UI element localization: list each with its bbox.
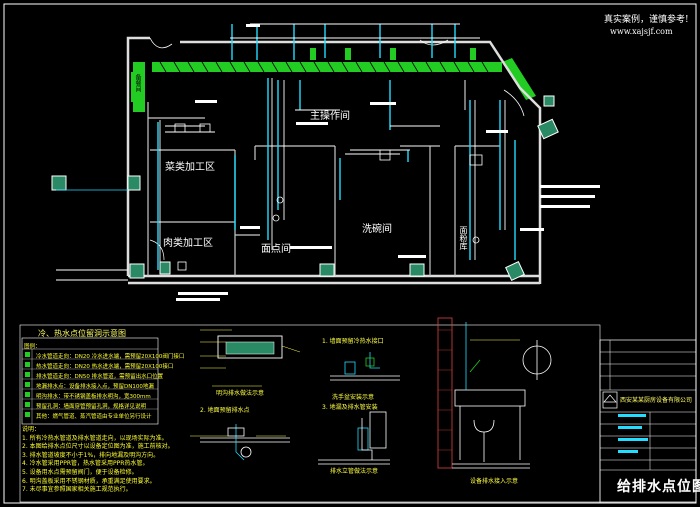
- legend-item: 热水管道走向：DN20 热水进水端，需预留20X100接口: [36, 364, 174, 370]
- legend-item: 明沟排水：带不锈钢盖板排水明沟，宽300mm: [36, 394, 151, 400]
- watermark-line2: www.xajsjf.com: [610, 27, 673, 36]
- outer-frame: [3, 3, 697, 504]
- company-name: 西安某某厨房设备有限公司: [620, 397, 693, 404]
- note-item: 2. 本图给排水点位尺寸以设备定位图为准，施工前核对。: [22, 443, 174, 451]
- room-vegetable-prep: 菜类加工区: [165, 162, 215, 173]
- legend-item: 其他：燃气管道、蒸汽管道由专业单位另行设计: [36, 414, 152, 420]
- note-item: 4. 冷水管采用PPR管，热水管采用PPR热水管。: [22, 460, 149, 468]
- legend-item: 预留孔洞：墙面穿管预留孔洞，规格详见说明: [36, 404, 147, 410]
- room-meat-prep: 肉类加工区: [163, 238, 213, 249]
- detail-drain-pipe: [318, 411, 390, 465]
- detail-caption-trench: 明沟排水做法示意: [216, 390, 265, 397]
- room-dishwash: 洗碗间: [362, 224, 392, 235]
- legend-item: 地漏排水点：设备排水接入点，预留DN100地漏: [36, 384, 154, 390]
- detail-caption-wall-outlet: 1. 墙面预留冷热水接口: [322, 338, 384, 345]
- detail-floor-drain: [190, 424, 290, 461]
- notes-block: 说明： 1. 所有冷热水管道及排水管道走向，以现场实际为准。 2. 本图给排水点…: [22, 426, 174, 495]
- notes-header: 说明：: [22, 426, 41, 433]
- drawing-title: 给排水点位图: [617, 479, 700, 495]
- detail-caption-drain: 3. 地漏及排水管安装: [322, 404, 378, 411]
- note-item: 5. 设备用水点需预留阀门，便于设备检修。: [22, 468, 138, 476]
- detail-caption-riser: 排水立管做法示意: [330, 468, 379, 475]
- detail-caption-floor-outlet: 2. 地面预留排水点: [200, 407, 250, 414]
- legend-item: 冷水管道走向：DN20 冷水进水端，需预留20X100阀门接口: [36, 354, 185, 360]
- pipe-band-top: [152, 62, 502, 72]
- detail-wall-outlet: [330, 352, 400, 381]
- detail-caption-sink: 洗手盆安装示意: [332, 394, 375, 401]
- detail-sink: [437, 317, 552, 469]
- legend-item: 排水管道走向：DN50 排水管道，需预留出水口位置: [36, 374, 164, 380]
- legend-header: 图例：: [24, 344, 41, 350]
- note-item: 1. 所有冷热水管道及排水管道走向，以现场实际为准。: [22, 434, 168, 442]
- floor-plan: [51, 23, 600, 301]
- legend-box: [21, 337, 159, 425]
- room-storage: 面粉库: [459, 226, 468, 250]
- note-item: 6. 明沟盖板采用不锈钢材质，承重满足使用要求。: [22, 477, 156, 485]
- note-item: 7. 未尽事宜参照国家相关施工规范执行。: [22, 486, 132, 494]
- legend-title: 冷、热水点位留洞示意图: [38, 329, 126, 338]
- watermark-line1: 真实案例，谨慎参考!: [604, 15, 689, 25]
- room-corridor: 备餐间: [134, 74, 141, 92]
- title-block: [599, 339, 697, 503]
- note-item: 3. 排水管道坡度不小于1%，排向地漏及明沟方向。: [22, 451, 160, 459]
- detail-caption-equipment: 设备排水接入示意: [470, 478, 519, 485]
- detail-trench: [200, 329, 301, 387]
- room-main-operation: 主操作间: [310, 111, 350, 122]
- room-pastry: 面点间: [261, 244, 291, 255]
